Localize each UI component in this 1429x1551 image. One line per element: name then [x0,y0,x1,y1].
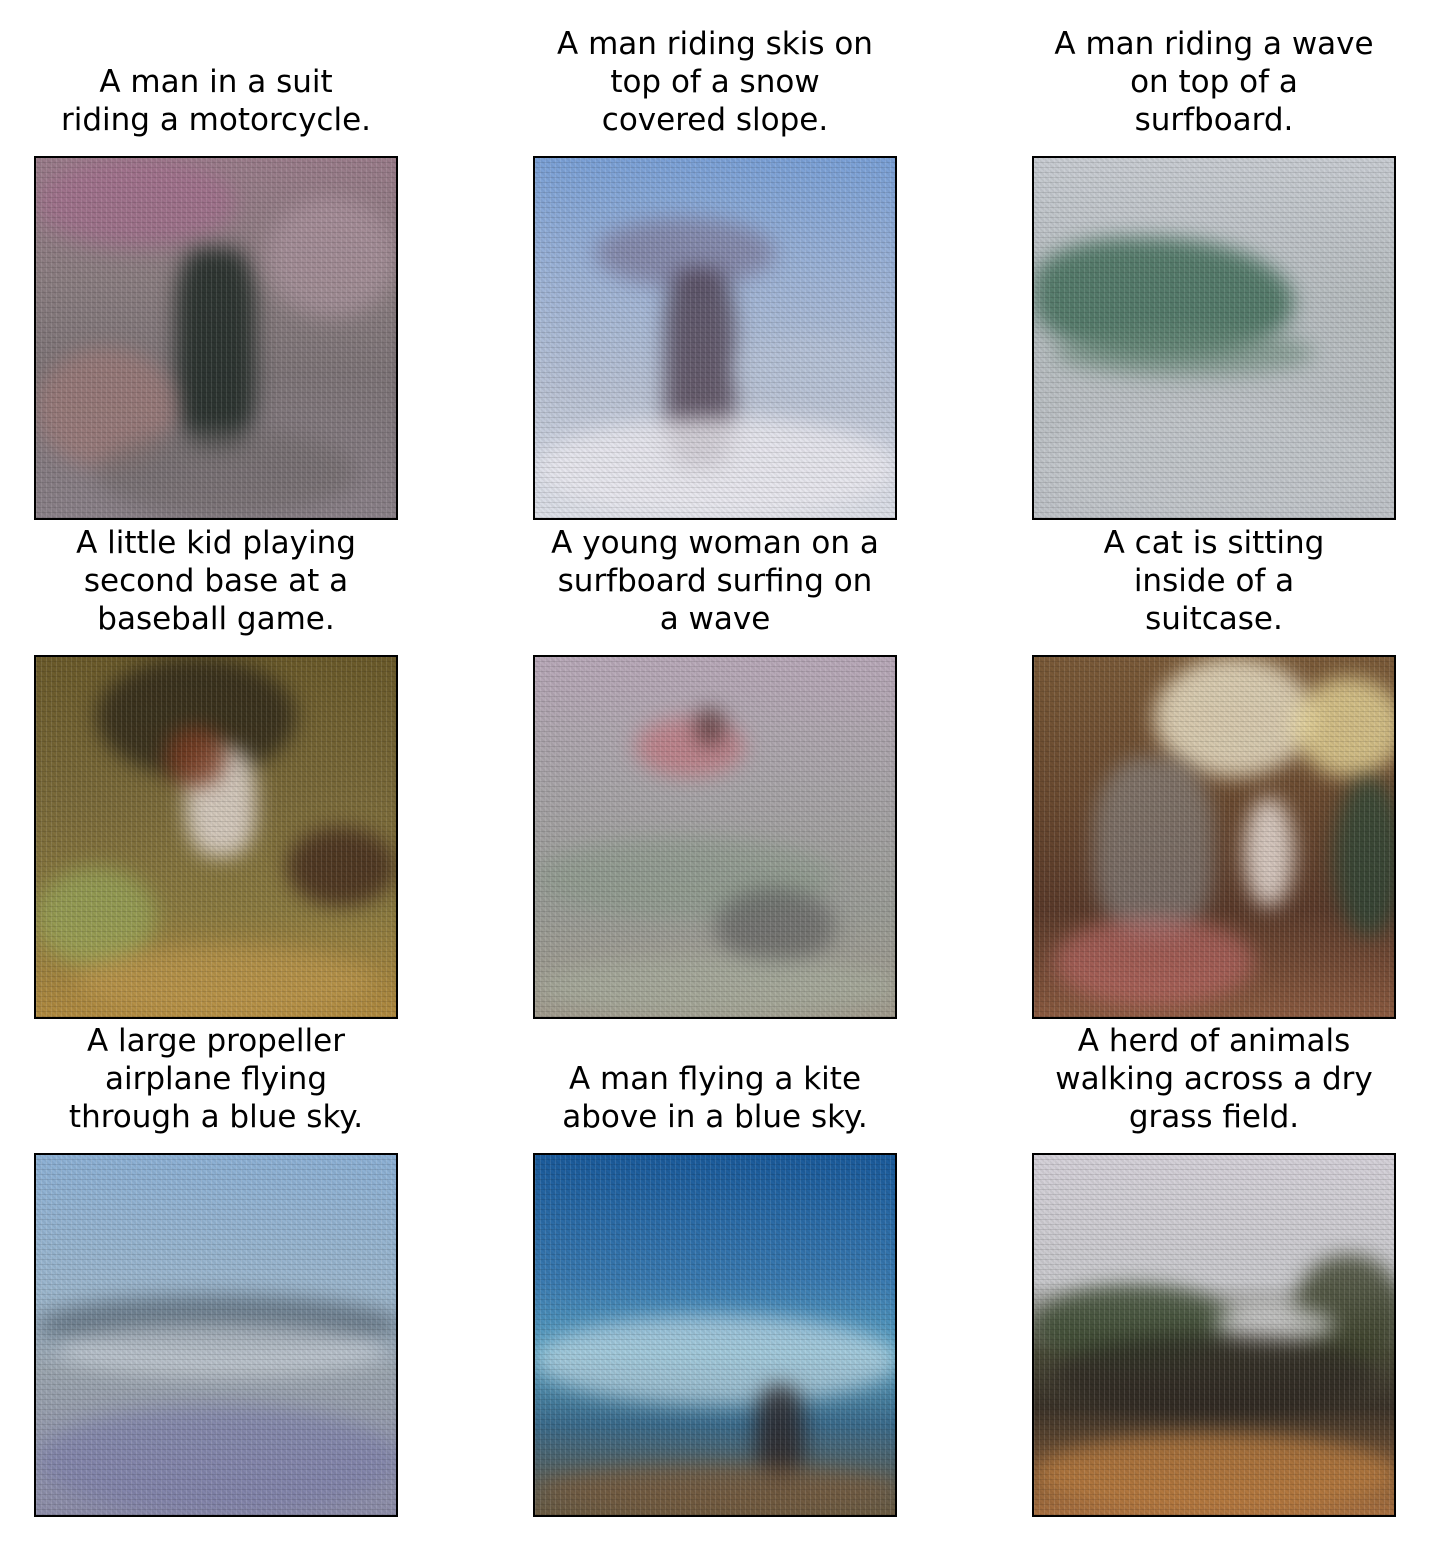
generated-image [1032,1153,1396,1517]
panel-caption: A herd of animals walking across a dry g… [1055,1023,1373,1135]
panel-caption: A man riding a wave on top of a surfboar… [1054,26,1374,138]
panel-caption: A little kid playing second base at a ba… [76,525,356,637]
panel-caption: A young woman on a surfboard surfing on … [551,525,879,637]
generated-image [533,655,897,1019]
generated-image [533,1153,897,1517]
panel-caption: A man flying a kite above in a blue sky. [562,1061,868,1135]
generated-image [1032,655,1396,1019]
generated-image [533,156,897,520]
generated-image [34,1153,398,1517]
panel-caption: A man in a suit riding a motorcycle. [61,64,371,138]
generated-image [1032,156,1396,520]
panel-caption: A man riding skis on top of a snow cover… [557,26,873,138]
panel-caption: A cat is sitting inside of a suitcase. [1103,525,1325,637]
panel-caption: A large propeller airplane flying throug… [68,1023,364,1135]
generated-image [34,156,398,520]
generated-image [34,655,398,1019]
